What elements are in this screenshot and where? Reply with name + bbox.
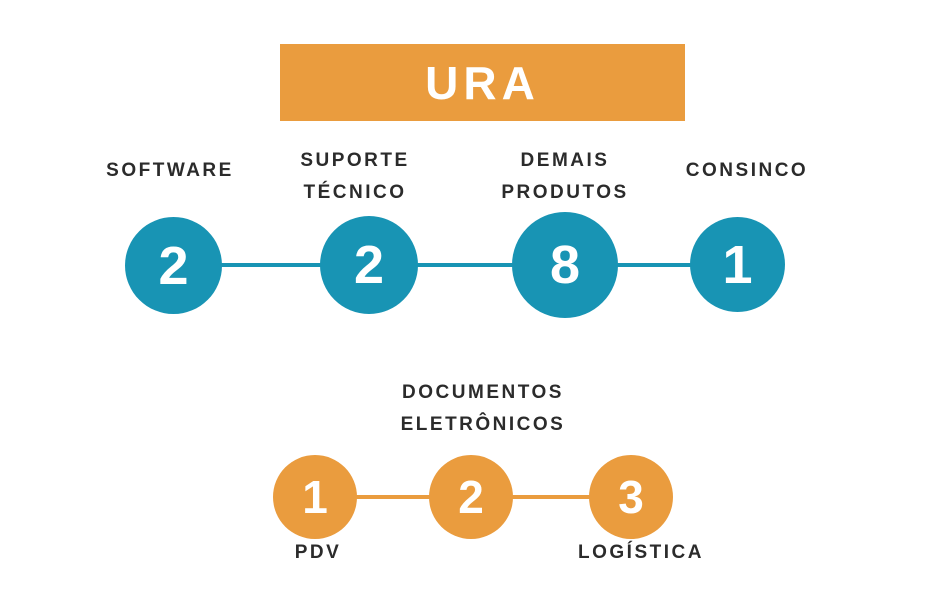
label-consinco: CONSINCO: [637, 155, 857, 187]
label-demais-line1: DEMAIS: [520, 150, 610, 171]
label-documentos-line2: ELETRÔNICOS: [400, 414, 566, 435]
node-demais-value: 8: [549, 235, 581, 295]
ura-banner-title: URA: [425, 56, 540, 109]
label-pdv: PDV: [258, 537, 378, 569]
node-software: 2: [125, 217, 222, 314]
node-pdv-value: 1: [302, 471, 328, 523]
node-demais-produtos: 8: [512, 212, 618, 318]
label-demais-produtos: DEMAIS PRODUTOS: [455, 145, 675, 209]
label-suporte-line1: SUPORTE: [300, 150, 410, 171]
node-documentos-eletronicos: 2: [429, 455, 513, 539]
node-logistica: 3: [589, 455, 673, 539]
label-suporte-line2: TÉCNICO: [303, 182, 407, 203]
node-suporte-value: 2: [353, 235, 385, 295]
label-pdv-line1: PDV: [294, 542, 342, 563]
node-documentos-value: 2: [458, 471, 484, 523]
label-demais-line2: PRODUTOS: [501, 182, 629, 203]
node-software-value: 2: [158, 235, 189, 296]
label-software-line1: SOFTWARE: [106, 160, 234, 181]
ura-banner: URA: [280, 44, 685, 121]
node-consinco-value: 1: [722, 234, 753, 295]
node-logistica-value: 3: [618, 471, 644, 523]
label-logistica-line1: LOGÍSTICA: [578, 542, 704, 563]
node-consinco: 1: [690, 217, 785, 312]
label-documentos-eletronicos: DOCUMENTOS ELETRÔNICOS: [353, 377, 613, 441]
ura-chain-connector: [172, 263, 737, 267]
label-software: SOFTWARE: [60, 155, 280, 187]
node-suporte-tecnico: 2: [320, 216, 418, 314]
node-pdv: 1: [273, 455, 357, 539]
label-suporte-tecnico: SUPORTE TÉCNICO: [245, 145, 465, 209]
label-logistica: LOGÍSTICA: [531, 537, 751, 569]
label-documentos-line1: DOCUMENTOS: [402, 382, 564, 403]
label-consinco-line1: CONSINCO: [685, 160, 809, 181]
